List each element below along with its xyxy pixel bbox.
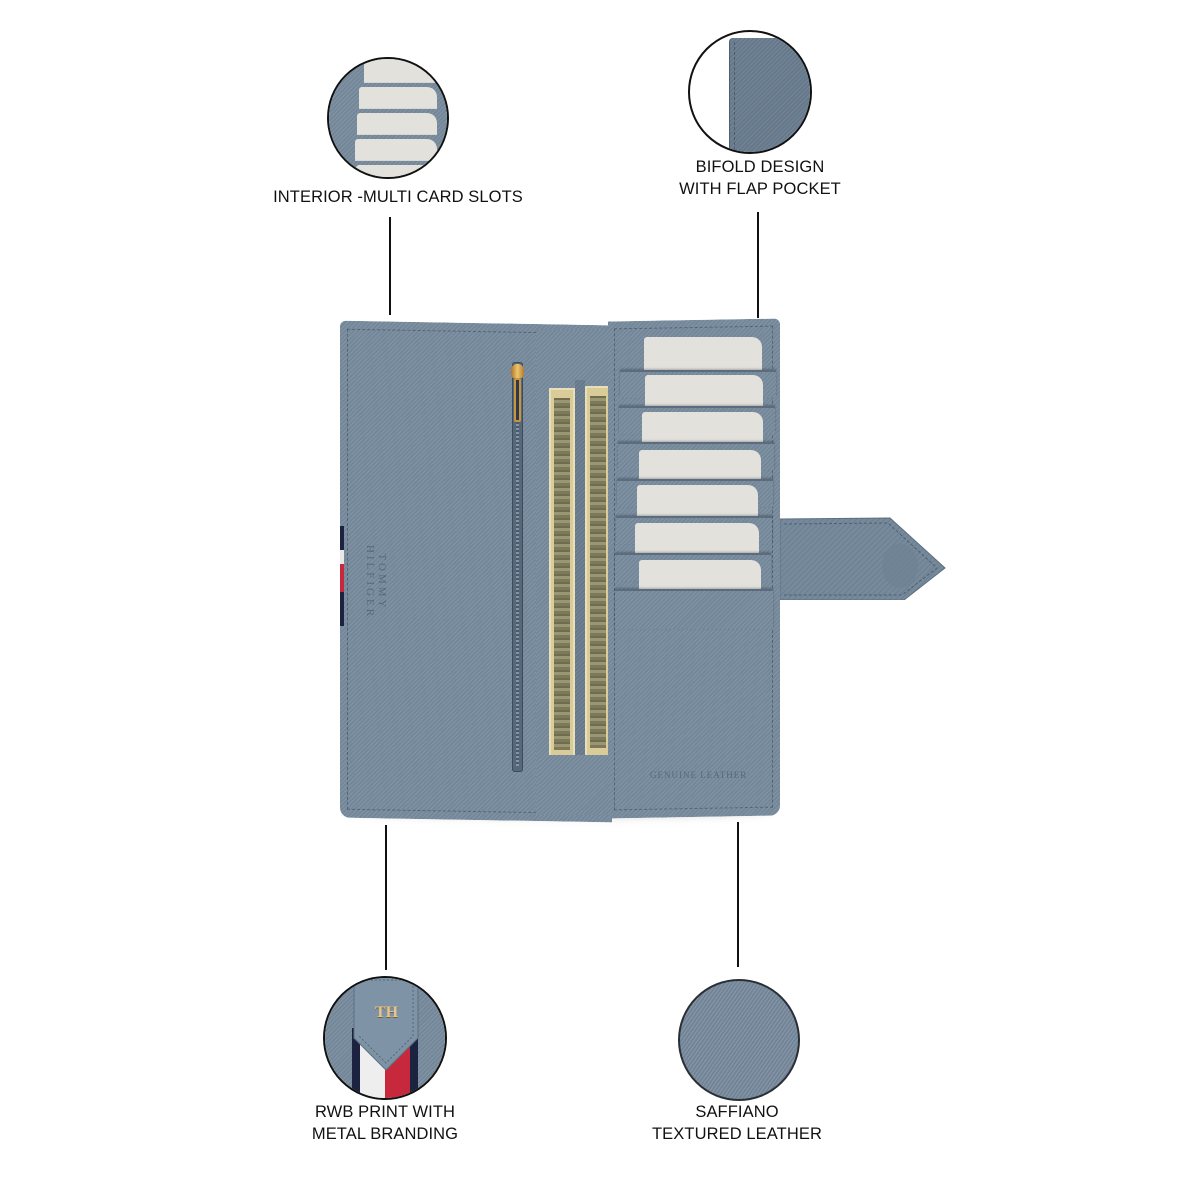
card[interactable] bbox=[635, 523, 759, 557]
saffiano-label: SAFFIANO TEXTURED LEATHER bbox=[627, 1101, 847, 1145]
zipper-track[interactable] bbox=[512, 362, 523, 772]
saffiano-detail-circle bbox=[678, 979, 800, 1101]
card[interactable] bbox=[639, 450, 761, 484]
clasp-tab-shape bbox=[779, 517, 946, 601]
card-slots-label: INTERIOR -MULTI CARD SLOTS bbox=[238, 186, 558, 208]
saffiano-label-line-2: TEXTURED LEATHER bbox=[652, 1125, 822, 1143]
saffiano-leader-line bbox=[737, 822, 739, 967]
bifold-label-line-2: WITH FLAP POCKET bbox=[679, 180, 841, 198]
bifold-detail-circle bbox=[688, 30, 812, 154]
rwb-label-line-2: METAL BRANDING bbox=[311, 1125, 459, 1143]
bifold-leader-line bbox=[757, 212, 759, 318]
rwb-detail-circle: TH bbox=[323, 976, 447, 1100]
card-slots-label-line: INTERIOR -MULTI CARD SLOTS bbox=[273, 188, 523, 206]
card[interactable] bbox=[639, 560, 761, 592]
card-slots bbox=[612, 330, 777, 630]
zipper-pull-icon[interactable] bbox=[511, 364, 524, 422]
detail-card bbox=[359, 87, 437, 109]
rwb-label: RWB PRINT WITH METAL BRANDING bbox=[275, 1101, 495, 1145]
detail-card bbox=[355, 139, 437, 161]
bifold-detail-leather bbox=[730, 38, 810, 152]
th-monogram-icon: TH bbox=[375, 1004, 399, 1021]
detail-card bbox=[357, 113, 437, 135]
card-slots-detail-circle bbox=[327, 57, 449, 179]
bifold-label-line-1: BIFOLD DESIGN bbox=[695, 158, 825, 176]
genuine-leather-emboss: GENUINE LEATHER bbox=[650, 770, 748, 780]
rwb-label-line-1: RWB PRINT WITH bbox=[314, 1103, 456, 1121]
rwb-flap bbox=[353, 978, 419, 1071]
card-slot-pocket bbox=[615, 589, 773, 629]
detail-card bbox=[356, 165, 438, 177]
rwb-leader-line bbox=[385, 825, 387, 970]
clasp-tab[interactable] bbox=[779, 516, 946, 601]
cash-divider bbox=[575, 380, 585, 810]
card[interactable] bbox=[645, 375, 763, 411]
detail-card bbox=[364, 59, 444, 83]
card-slots-leader-line bbox=[389, 217, 391, 315]
bifold-label: BIFOLD DESIGN WITH FLAP POCKET bbox=[650, 156, 870, 200]
brand-emboss: TOMMY HILFIGER bbox=[364, 544, 388, 620]
rwb-edge-stripe bbox=[340, 526, 344, 626]
cash-pocket-front bbox=[540, 755, 615, 810]
card[interactable] bbox=[642, 412, 763, 446]
banknote bbox=[549, 388, 575, 760]
card[interactable] bbox=[637, 485, 758, 521]
saffiano-label-line-1: SAFFIANO bbox=[695, 1103, 779, 1121]
